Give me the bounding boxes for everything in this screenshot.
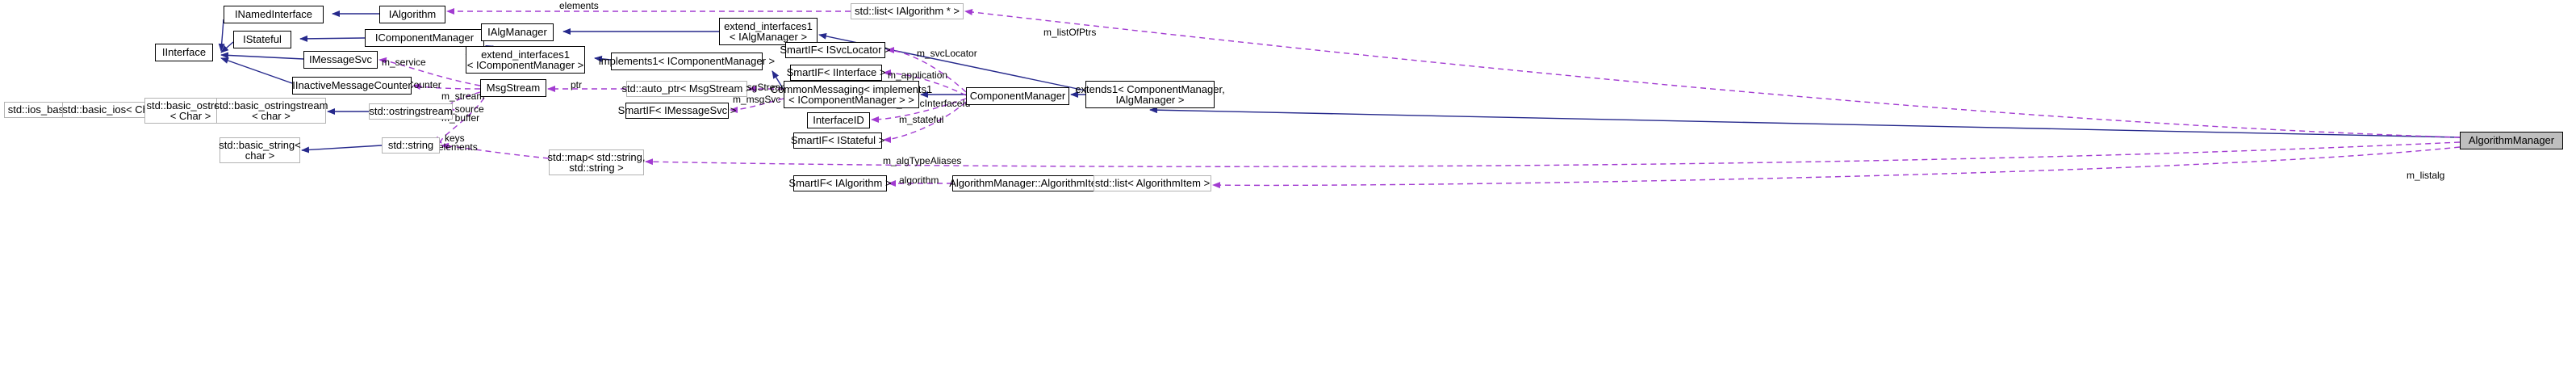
class-node-smartif_isvclocator[interactable]: SmartIF< ISvcLocator >: [780, 42, 891, 58]
class-node-listialgorithmptr[interactable]: std::list< IAlgorithm * >: [851, 3, 964, 19]
class-node-inamedinterface[interactable]: INamedInterface: [224, 6, 324, 23]
class-node-algorithmmanager[interactable]: AlgorithmManager: [2460, 132, 2563, 149]
edge-label-listalg: m_listalg: [2407, 170, 2445, 181]
class-node-msgstream[interactable]: MsgStream: [480, 79, 546, 97]
edge-label-svclocator: m_svcLocator: [917, 48, 977, 59]
class-node-imessagesvc[interactable]: IMessageSvc: [303, 51, 378, 69]
edge-label-service: m_service: [382, 57, 426, 68]
class-node-iinactivemsgcounter[interactable]: IInactiveMessageCounter: [292, 77, 412, 95]
class-node-smartif_imessagesvc[interactable]: SmartIF< IMessageSvc >: [618, 103, 736, 119]
class-node-icomponentmanager[interactable]: IComponentManager: [365, 29, 484, 47]
class-node-extends1_cm_ialg[interactable]: extends1< ComponentManager, IAlgManager …: [1075, 81, 1225, 108]
edge-label-application: m_application: [888, 69, 948, 81]
class-node-map_string_string[interactable]: std::map< std::string, std::string >: [547, 149, 646, 175]
class-node-ostringstream[interactable]: std::ostringstream: [369, 103, 453, 120]
class-node-commonmessaging[interactable]: CommonMessaging< implements1 < IComponen…: [771, 81, 932, 108]
class-node-interfaceid[interactable]: InterfaceID: [807, 112, 870, 128]
class-node-list_algitem[interactable]: std::list< AlgorithmItem >: [1094, 175, 1211, 191]
edge-label-stream: m_stream: [441, 90, 485, 102]
edge-label-algtypealiases: m_algTypeAliases: [883, 155, 962, 166]
class-node-smartif_iinterface[interactable]: SmartIF< IInterface >: [787, 65, 885, 81]
class-node-string[interactable]: std::string: [382, 137, 440, 154]
class-node-autoptr_msgstream[interactable]: std::auto_ptr< MsgStream >: [621, 81, 752, 97]
class-node-iosbase[interactable]: std::ios_base: [4, 102, 73, 118]
usage-edges: [378, 8, 2461, 189]
class-node-basic_string[interactable]: std::basic_string< char >: [219, 137, 301, 163]
class-node-componentmanager[interactable]: ComponentManager: [966, 87, 1069, 105]
class-node-basic_ostringstream[interactable]: std::basic_ostringstream < char >: [214, 98, 328, 124]
class-node-extend_icompmanager[interactable]: extend_interfaces1 < IComponentManager >: [466, 46, 585, 74]
class-node-iinterface[interactable]: IInterface: [155, 44, 213, 61]
class-node-algmgr_algitem[interactable]: AlgorithmManager::AlgorithmItem: [949, 175, 1106, 191]
edge-label-algorithm: algorithm: [899, 175, 939, 186]
edge-label-elements_top: elements: [559, 0, 599, 11]
class-node-smartif_ialgorithm[interactable]: SmartIF< IAlgorithm >: [788, 175, 892, 191]
class-node-extend_ialgmanager[interactable]: extend_interfaces1 < IAlgManager >: [719, 18, 818, 45]
class-node-smartif_istateful[interactable]: SmartIF< IStateful >: [791, 133, 884, 149]
class-node-istateful[interactable]: IStateful: [233, 31, 291, 48]
edge-label-stateful: m_stateful: [899, 114, 944, 125]
class-node-implements1_icm[interactable]: implements1< IComponentManager >: [599, 53, 775, 70]
class-node-ialgmanager[interactable]: IAlgManager: [481, 23, 554, 41]
edge-label-ptr: ptr: [571, 79, 583, 90]
class-node-ialgorithm[interactable]: IAlgorithm: [379, 6, 445, 23]
edge-label-elements_mid: elements: [438, 141, 478, 153]
edge-label-listofptrs: m_listOfPtrs: [1043, 27, 1097, 38]
